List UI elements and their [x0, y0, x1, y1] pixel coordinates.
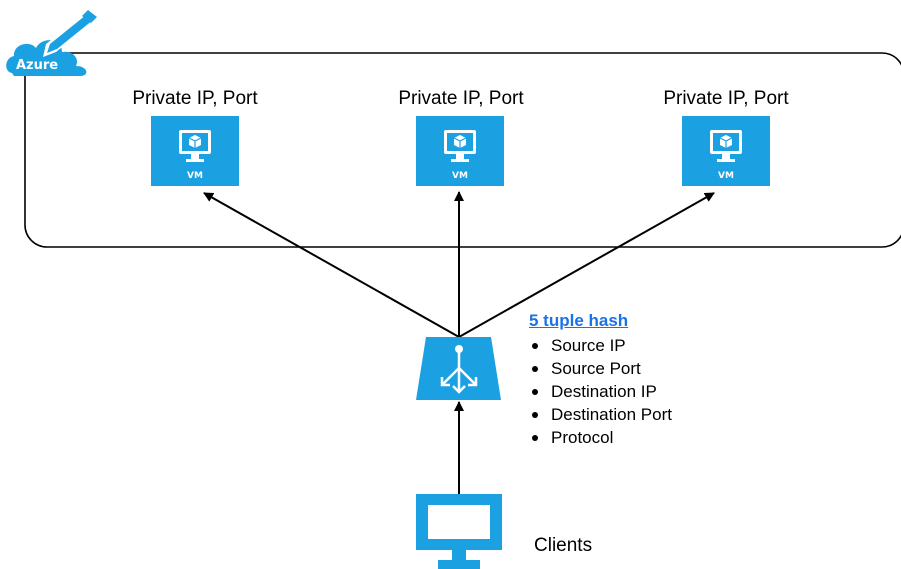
- hash-info-block: 5 tuple hash Source IP Source Port Desti…: [529, 311, 672, 449]
- azure-region-boundary: [24, 52, 901, 248]
- hash-item: Source Port: [529, 357, 672, 380]
- vm-2-tile: VM: [416, 116, 504, 186]
- vm-1-tile: VM: [151, 116, 239, 186]
- arrow-to-vm-1: [203, 192, 460, 338]
- vm-3-tag: VM: [718, 171, 734, 181]
- vm-2-address-label: Private IP, Port: [398, 88, 524, 109]
- hash-title: 5 tuple hash: [529, 311, 629, 330]
- clients-label: Clients: [534, 535, 593, 556]
- arrow-to-vm-3: [458, 192, 715, 338]
- vm-3-address-label: Private IP, Port: [663, 88, 789, 109]
- azure-label: Azure: [16, 58, 59, 73]
- vm-1-tag: VM: [187, 171, 203, 181]
- virtual-machine-icon: [444, 130, 476, 162]
- hash-item: Protocol: [529, 426, 672, 449]
- monitor-icon: [416, 494, 502, 569]
- azure-cloud-icon: [6, 10, 97, 76]
- hash-item: Destination Port: [529, 403, 672, 426]
- virtual-machine-icon: [710, 130, 742, 162]
- vm-2-tag: VM: [452, 171, 468, 181]
- vm-1-address-label: Private IP, Port: [132, 88, 258, 109]
- hash-item: Source IP: [529, 334, 672, 357]
- hash-item-list: Source IP Source Port Destination IP Des…: [529, 334, 672, 449]
- vm-3-tile: VM: [682, 116, 770, 186]
- hash-item: Destination IP: [529, 380, 672, 403]
- virtual-machine-icon: [179, 130, 211, 162]
- load-balancer-icon: [416, 337, 501, 400]
